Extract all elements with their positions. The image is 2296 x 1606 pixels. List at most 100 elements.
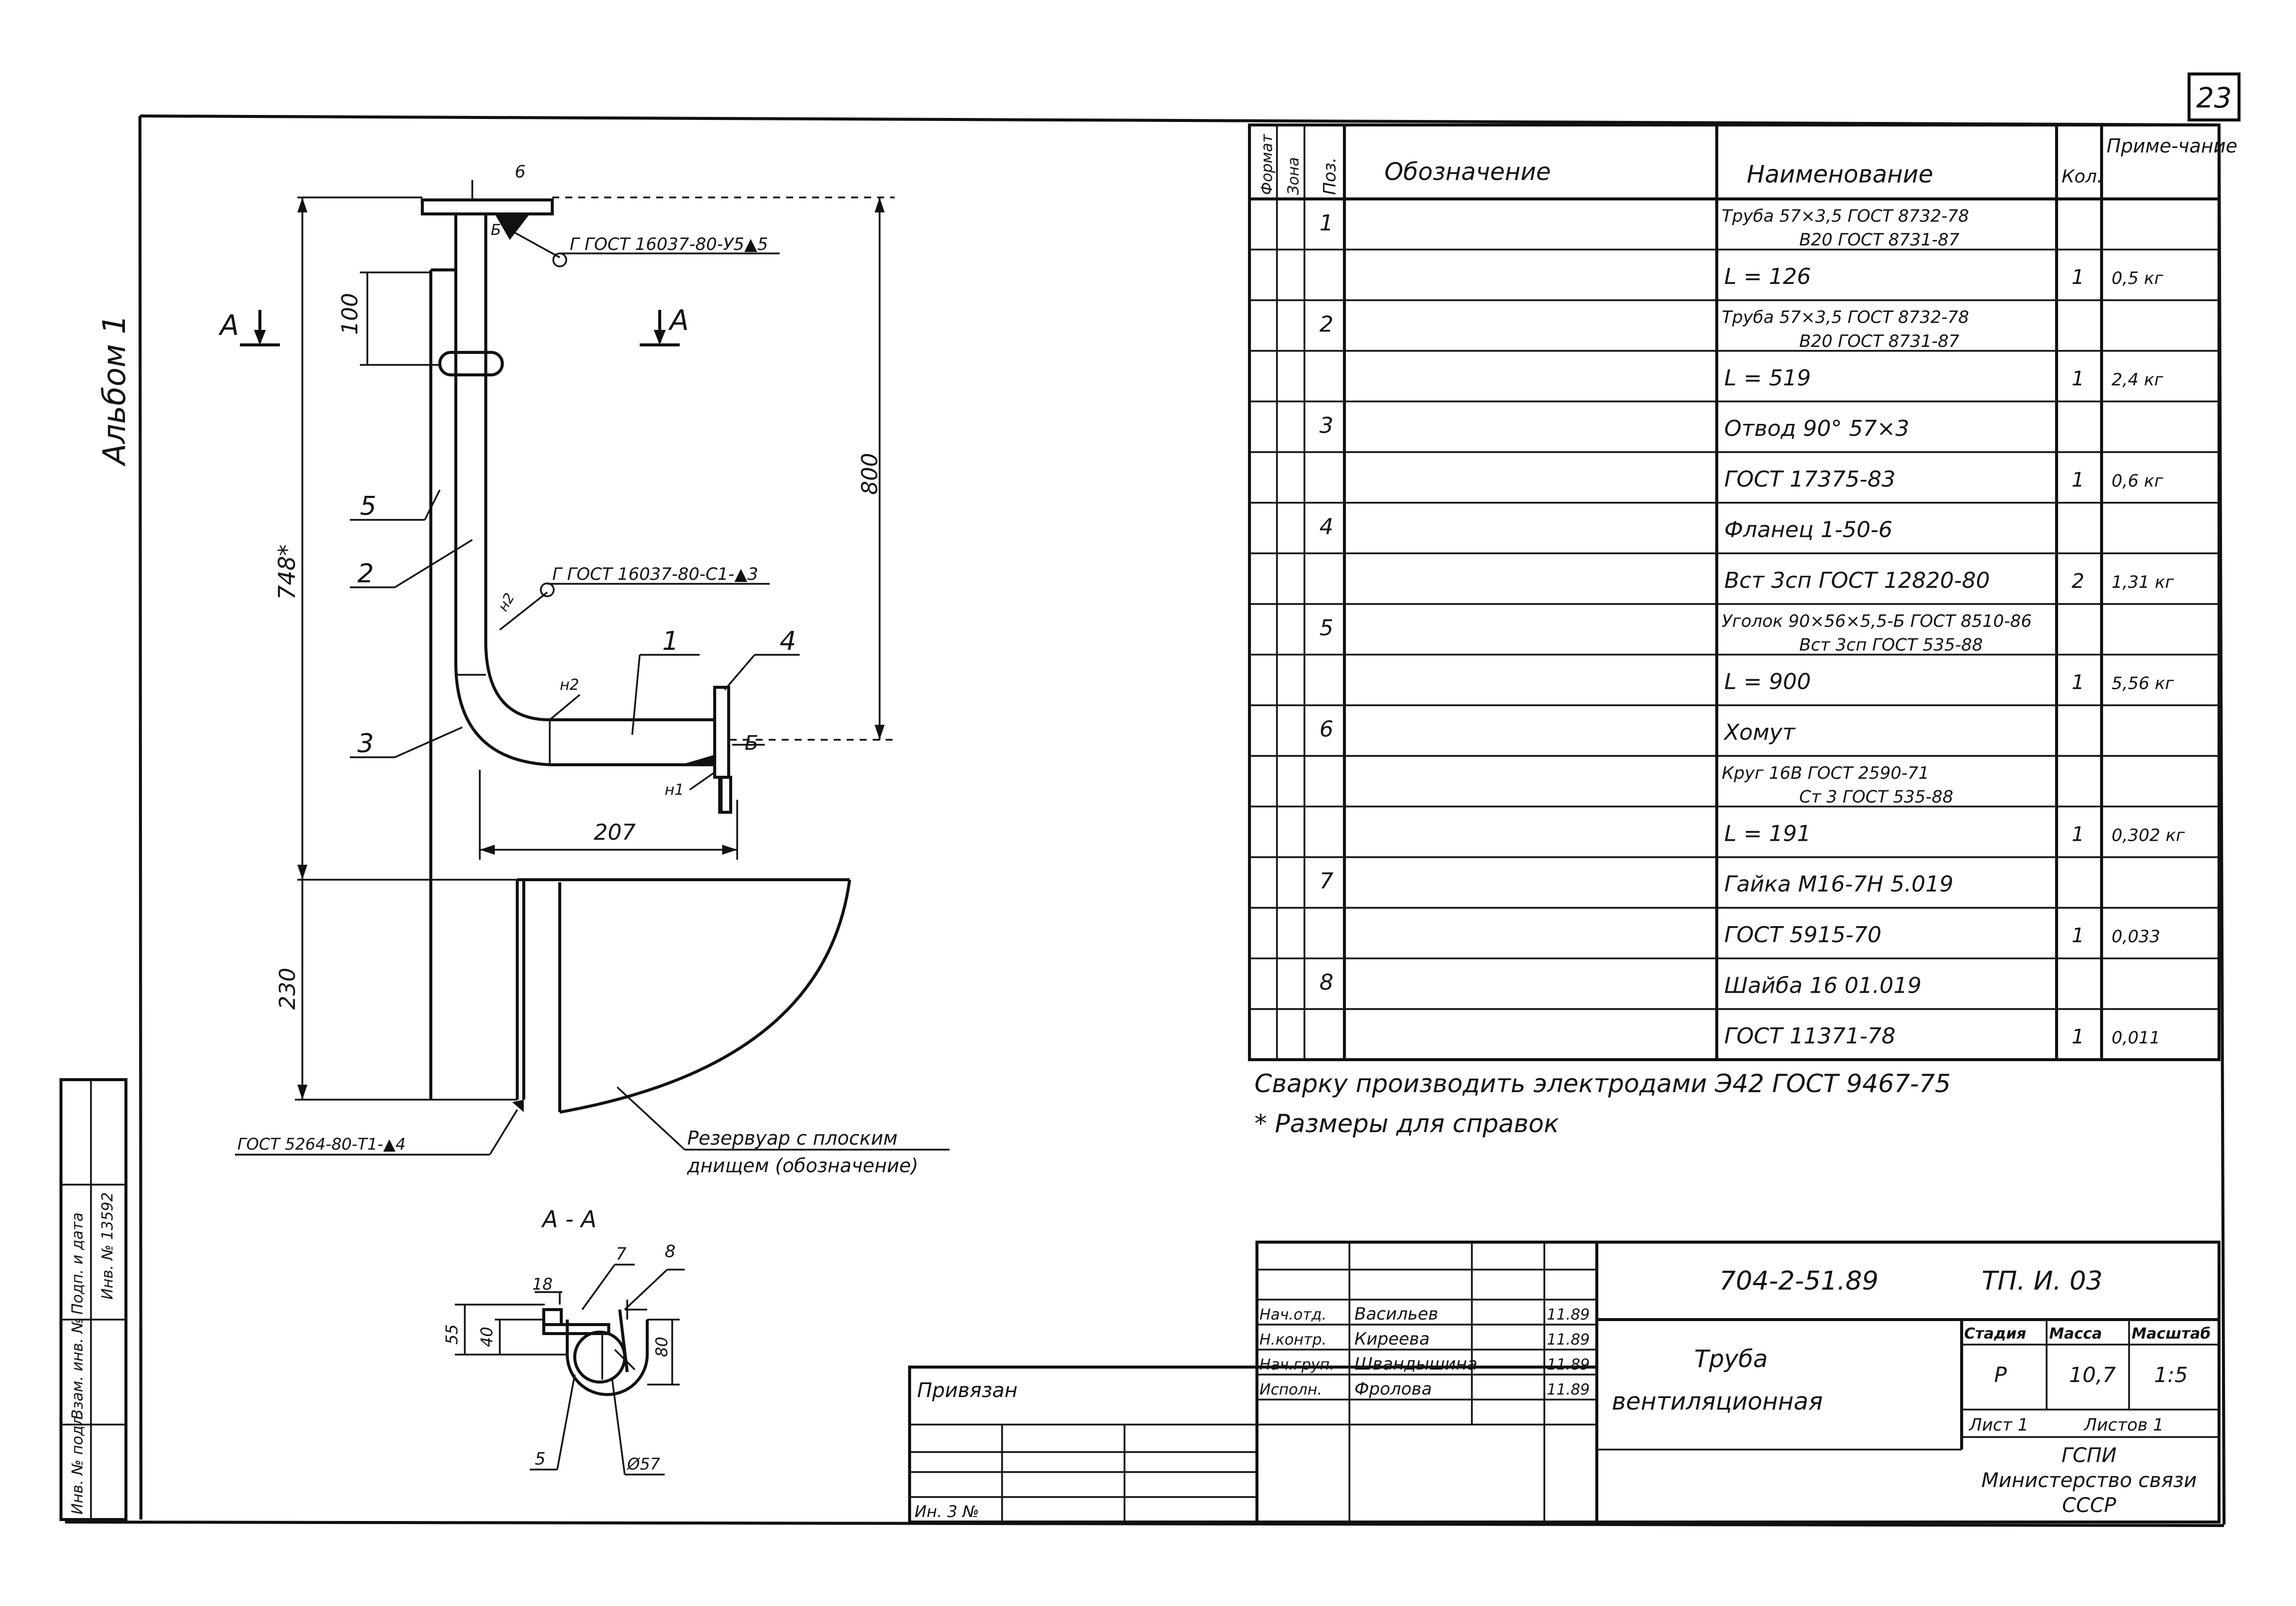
spec-name: Круг 16В ГОСТ 2590-71 (1722, 763, 1929, 783)
org-line-1: ГСПИ (2062, 1444, 2117, 1467)
stamp-cell-0: Инв. № подл. (69, 1411, 86, 1515)
section-title: А - А (541, 1206, 597, 1233)
spec-header-designation: Обозначение (1384, 158, 1551, 186)
signer-role: Нач.отд. (1259, 1306, 1326, 1324)
privyazan-label: Привязан (917, 1379, 1018, 1402)
spec-header-format: Формат (1258, 133, 1276, 195)
spec-note: 0,5 кг (2112, 268, 2164, 288)
spec-name-sub: В20 ГОСТ 8731-87 (1799, 230, 1960, 250)
page-number-box: 23 (2188, 72, 2241, 121)
reservoir-label-1: Резервуар с плоским (687, 1127, 898, 1149)
section-a-a: А - А 18 55 40 80 7 8 5 (442, 1206, 685, 1476)
reservoir-label: Резервуар с плоским днищем (обозначение) (616, 1086, 950, 1177)
weld-top-label: Г ГОСТ 16037-80-У5▲5 (570, 234, 768, 254)
signer-row: Н.контр. Киреева 11.89 (1259, 1329, 1590, 1349)
org-line-2: Министерство связи (1982, 1469, 2197, 1492)
spec-qty: 1 (2072, 1026, 2084, 1049)
dim-100: 100 (337, 293, 363, 335)
spec-qty: 1 (2072, 367, 2084, 390)
spec-name: ГОСТ 5915-70 (1724, 922, 1882, 948)
spec-name: Вст 3сп ГОСТ 12820-80 (1724, 568, 1990, 593)
spec-name: L = 191 (1724, 821, 1811, 846)
spec-header-name: Наименование (1747, 160, 1933, 188)
section-mark-left: А (218, 309, 239, 342)
callout-4: 4 (780, 626, 796, 656)
spec-pos: 2 (1319, 311, 1333, 337)
spec-qty: 1 (2072, 924, 2084, 947)
callout-3: 3 (357, 729, 374, 759)
org-line-3: СССР (2062, 1494, 2117, 1517)
spec-name-sub: Вст 3сп ГОСТ 535-88 (1799, 635, 1983, 655)
signer-date: 11.89 (1547, 1331, 1590, 1349)
notes: Сварку производить электродами Э42 ГОСТ … (1254, 1069, 1951, 1138)
signer-name: Васильев (1354, 1304, 1438, 1324)
spec-qty: 1 (2072, 823, 2084, 846)
dim-230: 230 (275, 968, 300, 1010)
weld-mid-label: Г ГОСТ 16037-80-С1-▲3 (552, 564, 758, 584)
title-line-1: Труба (1694, 1345, 1768, 1373)
spec-name-sub: Ст 3 ГОСТ 535-88 (1799, 787, 1953, 807)
weld-bottom-label: ГОСТ 5264-80-Т1-▲4 (237, 1135, 406, 1154)
callout-5: 5 (360, 491, 376, 521)
page-number: 23 (2196, 82, 2232, 114)
spec-row: 6 Хомут (1319, 717, 1796, 745)
dim-800: 800 (857, 453, 883, 495)
spec-note: 2,4 кг (2112, 370, 2164, 390)
sec-dim-40: 40 (477, 1327, 496, 1347)
spec-pos: 5 (1319, 615, 1333, 641)
inv-label: Ин. 3 № (915, 1502, 979, 1521)
spec-qty: 1 (2072, 266, 2084, 289)
spec-pos: 3 (1319, 413, 1333, 438)
spec-header-zone: Зона (1285, 157, 1302, 195)
spec-header-note: Приме-чание (2107, 135, 2238, 157)
note-2: * Размеры для справок (1254, 1109, 1559, 1138)
sheet-frame (64, 114, 2226, 1527)
spec-name: Хомут (1723, 720, 1796, 745)
sec-callout-5: 5 (535, 1449, 546, 1469)
spec-name-sub: В20 ГОСТ 8731-87 (1799, 331, 1960, 351)
spec-header-pos: Поз. (1320, 157, 1340, 195)
dimensions: 748* 100 800 207 230 (273, 196, 895, 1101)
spec-pos: 6 (1319, 717, 1333, 742)
section-mark-right: А (668, 304, 689, 337)
spec-name: Гайка М16-7Н 5.019 (1724, 872, 1953, 897)
sheet-label: Лист 1 (1968, 1415, 2029, 1435)
sec-callout-7: 7 (616, 1244, 627, 1264)
signer-role: Н.контр. (1259, 1331, 1326, 1349)
mass-value: 10,7 (2069, 1363, 2116, 1387)
stage-header: Стадия (1964, 1325, 2026, 1343)
scale-header: Масштаб (2132, 1325, 2211, 1343)
spec-name: Отвод 90° 57×3 (1724, 416, 1909, 441)
spec-name: Фланец 1-50-6 (1724, 517, 1892, 543)
signer-name: Киреева (1354, 1329, 1430, 1349)
spec-pos: 8 (1319, 970, 1333, 995)
spec-name: Шайба 16 01.019 (1724, 973, 1922, 998)
spec-row: Круг 16В ГОСТ 2590-71 Ст 3 ГОСТ 535-88 (1722, 763, 1953, 807)
sec-dim-18: 18 (532, 1275, 553, 1294)
signer-date: 11.89 (1547, 1381, 1590, 1399)
doc-code: 704-2-51.89 (1719, 1266, 1879, 1296)
scale-value: 1:5 (2154, 1363, 2188, 1387)
mark-b1: Б (745, 732, 758, 755)
sec-dim-80: 80 (652, 1337, 671, 1357)
spec-name: Уголок 90×56×5,5-Б ГОСТ 8510-86 (1722, 611, 2032, 631)
dim-207: 207 (594, 820, 636, 845)
spec-name: ГОСТ 11371-78 (1724, 1024, 1896, 1049)
callout-2: 2 (357, 559, 374, 589)
spec-name: L = 519 (1724, 365, 1811, 391)
spec-table: Формат Зона Поз. Обозначение Наименовани… (1248, 123, 2238, 1061)
sec-dim-r57: Ø57 (626, 1455, 661, 1474)
spec-name: Труба 57×3,5 ГОСТ 8732-78 (1722, 206, 1969, 226)
mark-b2: Б (491, 221, 501, 239)
signer-date: 11.89 (1547, 1356, 1590, 1374)
